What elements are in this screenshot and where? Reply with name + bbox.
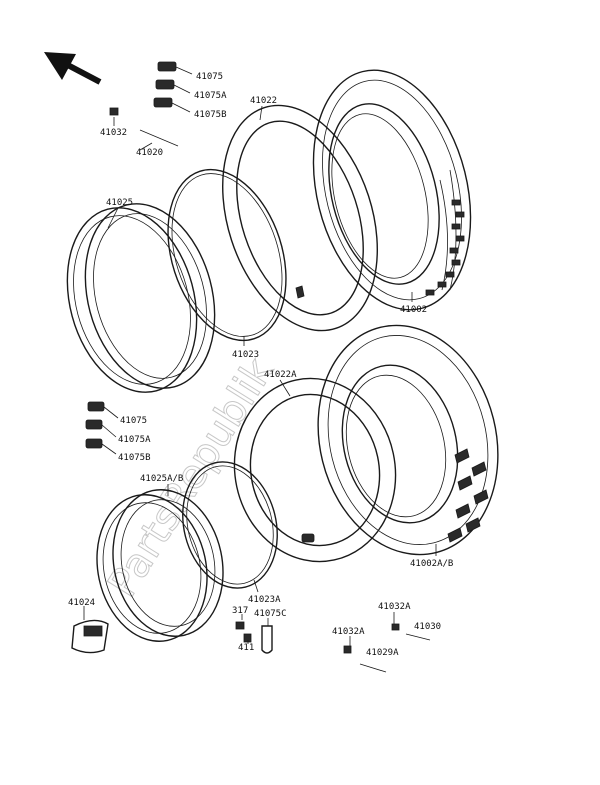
rear-rim-band	[182, 461, 278, 589]
label-41075a-rear: 41075A	[118, 435, 151, 445]
label-317: 317	[232, 606, 248, 616]
label-41075: 41075	[196, 72, 223, 82]
label-41022: 41022	[250, 96, 277, 106]
label-41030: 41030	[414, 622, 441, 632]
front-tire	[312, 69, 472, 311]
rear-tire	[317, 324, 499, 556]
rear-small-parts	[235, 621, 431, 673]
label-41022a: 41022A	[264, 370, 297, 380]
label-41024: 41024	[68, 598, 95, 608]
label-41075c: 41075C	[254, 609, 287, 619]
label-41002ab: 41002A/B	[410, 559, 453, 569]
rear-valve-caps	[85, 401, 105, 449]
label-41025: 41025	[106, 198, 133, 208]
label-41032a-lower: 41032A	[332, 627, 365, 637]
label-41075-rear: 41075	[120, 416, 147, 426]
label-41032: 41032	[100, 128, 127, 138]
label-41075b: 41075B	[194, 110, 227, 120]
label-41025ab: 41025A/B	[140, 474, 183, 484]
label-41020: 41020	[136, 148, 163, 158]
front-inner-tube	[222, 104, 378, 332]
front-valve-caps	[109, 61, 179, 147]
label-41075a: 41075A	[194, 91, 227, 101]
front-rim	[66, 203, 216, 393]
label-41023: 41023	[232, 350, 259, 360]
label-41029a: 41029A	[366, 648, 399, 658]
label-41002: 41002	[400, 305, 427, 315]
front-rim-band	[167, 168, 287, 342]
rear-inner-tube	[233, 377, 397, 563]
label-41023a: 41023A	[248, 595, 281, 605]
leader-lines	[83, 66, 437, 646]
label-41032a-upper: 41032A	[378, 602, 411, 612]
rear-rim	[96, 489, 224, 642]
label-41075b-rear: 41075B	[118, 453, 151, 463]
arrow-up-left-icon	[44, 52, 102, 85]
balance-weight	[71, 619, 109, 654]
label-411: 411	[238, 643, 254, 653]
